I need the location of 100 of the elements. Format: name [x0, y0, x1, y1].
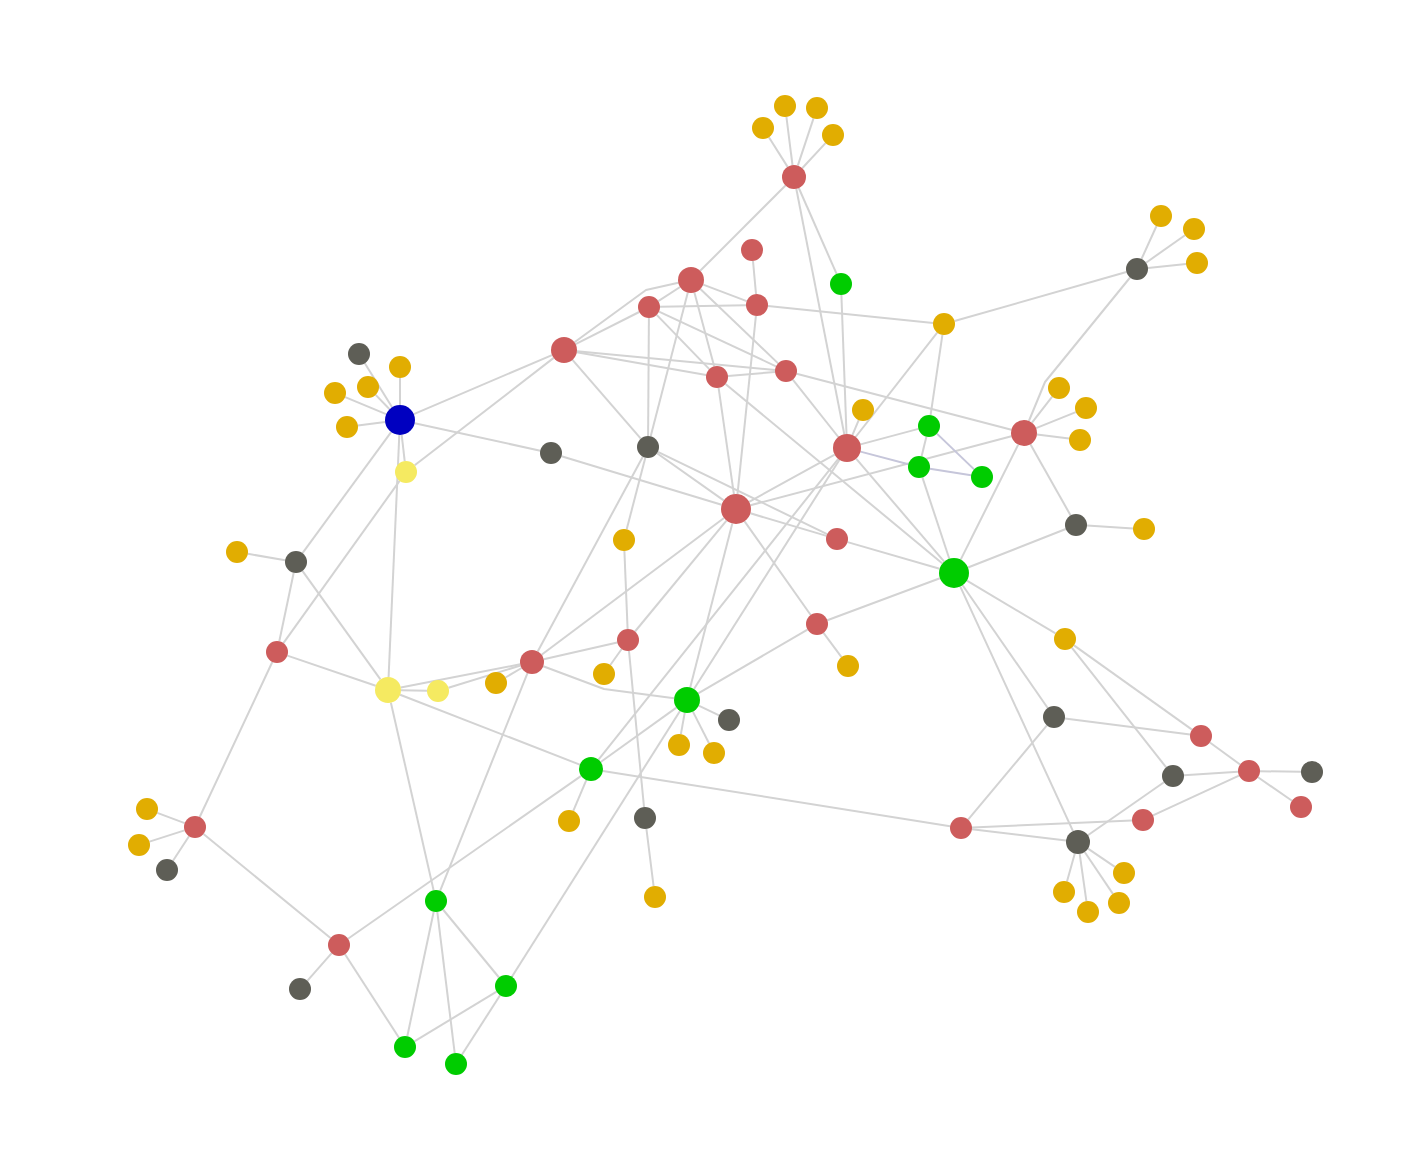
- connector-line: [658, 310, 777, 368]
- graph-node: [718, 709, 740, 731]
- connector-line: [601, 769, 952, 828]
- connector-line: [693, 291, 716, 368]
- connector-line: [1066, 852, 1076, 883]
- connector-line: [202, 833, 332, 939]
- connector-line: [1086, 524, 1134, 530]
- graph-node: [485, 672, 507, 694]
- connector-line: [282, 479, 401, 645]
- connector-line: [1035, 411, 1077, 430]
- graph-node: [375, 677, 401, 703]
- connector-line: [1083, 851, 1114, 895]
- connector-line: [575, 350, 776, 371]
- connector-line: [679, 711, 686, 736]
- connector-line: [344, 953, 400, 1039]
- graph-node: [1048, 377, 1070, 399]
- connector-line: [1029, 443, 1072, 517]
- connector-line: [971, 819, 1133, 829]
- graph-node: [520, 650, 544, 674]
- graph-node: [1186, 252, 1208, 274]
- graph-node: [579, 757, 603, 781]
- connector-line: [306, 952, 333, 982]
- connector-line: [801, 142, 827, 170]
- graph-node: [1183, 218, 1205, 240]
- graph-node: [939, 558, 969, 588]
- connector-line: [540, 517, 725, 656]
- graph-node: [445, 1053, 467, 1075]
- graph-node: [348, 343, 370, 365]
- connector-line: [413, 990, 498, 1043]
- graph-node: [1301, 761, 1323, 783]
- graph-node: [1011, 420, 1037, 446]
- connector-line: [1031, 395, 1054, 424]
- connector-line: [749, 512, 828, 537]
- graph-node: [394, 1036, 416, 1058]
- connector-line: [699, 184, 787, 272]
- connector-line: [399, 663, 522, 689]
- connector-line: [439, 672, 529, 892]
- graph-node: [495, 975, 517, 997]
- graph-node: [806, 97, 828, 119]
- graph-node: [289, 978, 311, 1000]
- connector-line: [347, 774, 583, 940]
- graph-node: [826, 528, 848, 550]
- graph-node: [637, 436, 659, 458]
- graph-node: [1043, 706, 1065, 728]
- graph-node: [1290, 796, 1312, 818]
- graph-node: [830, 273, 852, 295]
- graph-node: [1162, 765, 1184, 787]
- connector-line: [752, 260, 757, 295]
- connector-line: [413, 356, 555, 467]
- graph-node: [128, 834, 150, 856]
- connector-line: [693, 458, 841, 690]
- connector-line: [1063, 717, 1192, 736]
- connector-line: [156, 811, 186, 825]
- graph-node: [427, 680, 449, 702]
- connector-line: [628, 650, 645, 808]
- connector-line: [795, 372, 1013, 431]
- connector-line: [959, 585, 1074, 833]
- graph-node: [385, 405, 415, 435]
- connector-line: [623, 550, 629, 630]
- connector-line: [961, 584, 1049, 709]
- graph-node: [721, 494, 751, 524]
- connector-line: [656, 450, 829, 536]
- connector-line: [413, 422, 542, 452]
- graph-node: [184, 816, 206, 838]
- graph-node: [933, 313, 955, 335]
- connector-line: [198, 661, 274, 818]
- graph-node: [1238, 760, 1260, 782]
- connector-line: [822, 631, 843, 659]
- connector-line: [851, 419, 860, 437]
- connector-line: [574, 311, 641, 346]
- connector-line: [575, 351, 708, 377]
- graph-node: [950, 817, 972, 839]
- graph-node: [558, 810, 580, 832]
- graph-node: [668, 734, 690, 756]
- graph-node: [741, 239, 763, 261]
- graph-node: [1077, 901, 1099, 923]
- graph-node: [156, 859, 178, 881]
- connector-line: [796, 117, 815, 167]
- connector-line: [965, 579, 1057, 635]
- connector-line: [542, 665, 676, 700]
- graph-node: [1069, 429, 1091, 451]
- graph-node: [1075, 397, 1097, 419]
- connector-line: [1070, 646, 1168, 769]
- connector-line: [412, 354, 553, 416]
- connector-line: [795, 187, 846, 436]
- connector-line: [929, 333, 944, 417]
- connector-line: [935, 432, 976, 471]
- graph-node: [551, 337, 577, 363]
- graph-node: [357, 376, 379, 398]
- graph-node: [593, 663, 615, 685]
- graph-node: [425, 890, 447, 912]
- graph-node: [1065, 514, 1087, 536]
- connector-line: [920, 435, 928, 458]
- connector-line: [657, 286, 682, 303]
- connector-line: [1035, 433, 1071, 440]
- graph-node: [644, 886, 666, 908]
- connector-line: [953, 271, 1128, 322]
- connector-line: [826, 577, 941, 622]
- graph-node: [540, 442, 562, 464]
- graph-node: [226, 541, 248, 563]
